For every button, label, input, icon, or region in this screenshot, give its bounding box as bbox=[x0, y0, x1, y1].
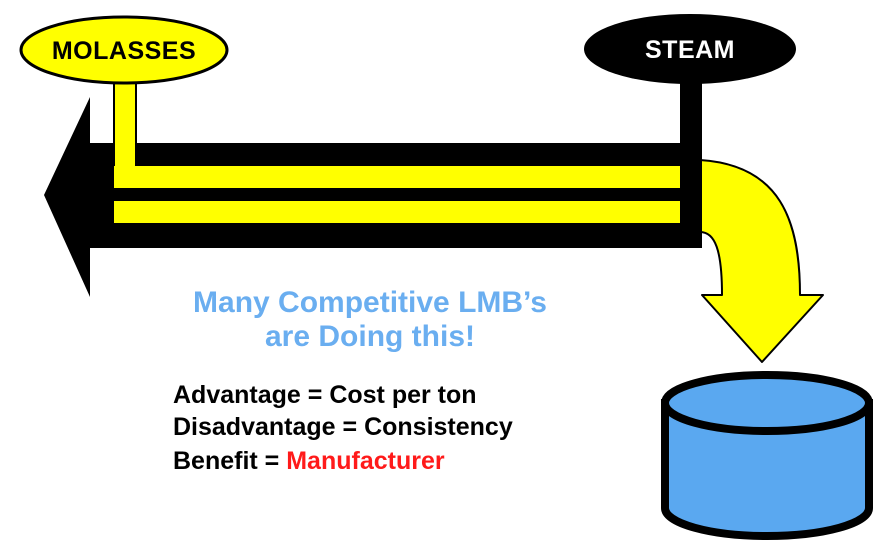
molasses-input: MOLASSES bbox=[19, 15, 229, 85]
main-left-arrow bbox=[44, 97, 702, 297]
disadvantage-label: Disadvantage = bbox=[173, 413, 365, 441]
benefit-value: Manufacturer bbox=[286, 447, 445, 475]
steam-label: STEAM bbox=[645, 36, 735, 64]
disadvantage-value: Consistency bbox=[364, 413, 513, 441]
advantage-line: Advantage = Cost per ton bbox=[173, 380, 477, 410]
steam-ellipse bbox=[584, 14, 796, 84]
tank-body bbox=[661, 399, 873, 540]
steam-input: STEAM bbox=[584, 14, 796, 84]
storage-tank-icon bbox=[661, 371, 873, 540]
molasses-pipe-lower bbox=[114, 201, 702, 223]
tank-top bbox=[661, 371, 873, 435]
disadvantage-line: Disadvantage = Consistency bbox=[173, 412, 513, 442]
molasses-label: MOLASSES bbox=[52, 37, 196, 65]
steam-pipe-stem bbox=[680, 70, 702, 245]
headline-line-1: Many Competitive LMB’s bbox=[193, 286, 547, 319]
benefit-line: Benefit = Manufacturer bbox=[173, 446, 445, 476]
benefit-label: Benefit = bbox=[173, 447, 287, 475]
molasses-pipe-upper bbox=[114, 166, 702, 188]
advantage-value: Cost per ton bbox=[329, 381, 477, 409]
output-curved-arrow bbox=[699, 159, 824, 363]
headline-line-2: are Doing this! bbox=[264, 320, 475, 353]
molasses-ellipse bbox=[19, 15, 229, 85]
advantage-label: Advantage = bbox=[173, 381, 330, 409]
